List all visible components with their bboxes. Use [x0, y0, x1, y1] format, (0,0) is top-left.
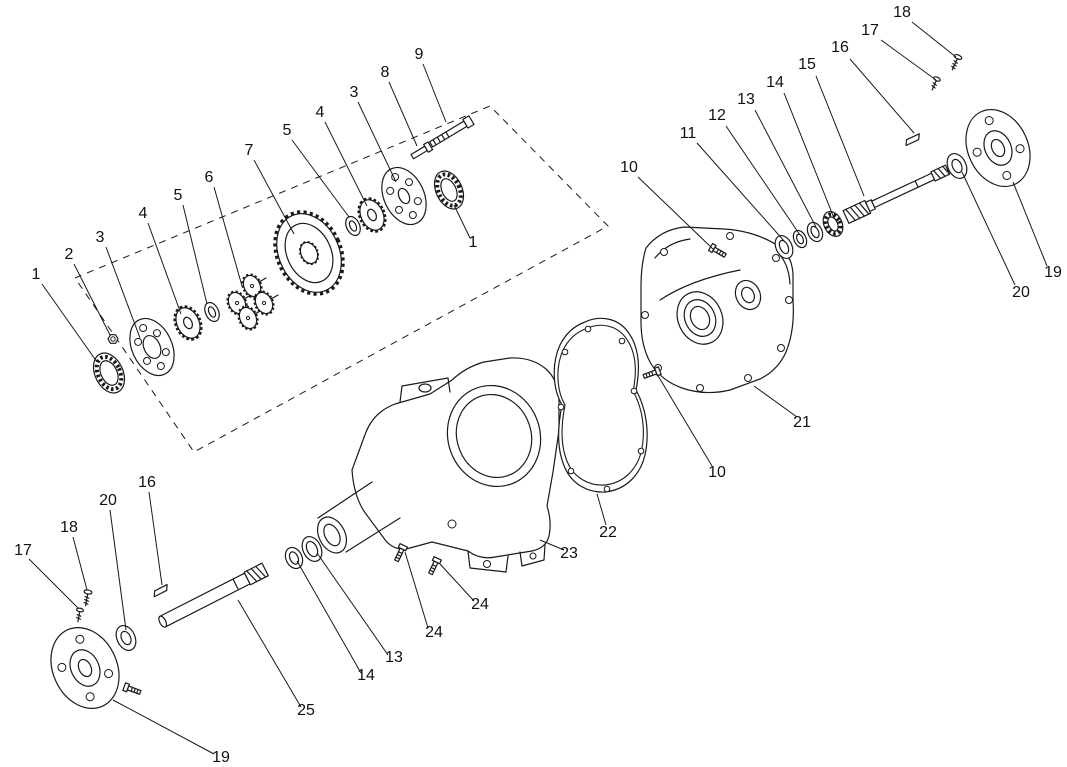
callout-label: 6 [205, 169, 214, 186]
screw-upper-17 [931, 76, 941, 91]
screw-lower-18 [83, 589, 93, 607]
dashed-assembly-box [74, 105, 609, 453]
axle-shaft-lower [158, 562, 269, 628]
main-housing [316, 357, 560, 573]
hub-washer-upper [946, 153, 968, 179]
bolt-long [428, 115, 475, 148]
diff-nut [107, 334, 119, 344]
callout-label: 1 [32, 266, 41, 283]
axle-bearing-inner [774, 235, 794, 259]
bolt-small [410, 141, 434, 160]
callout-label: 20 [99, 492, 117, 509]
callout-label: 5 [174, 187, 183, 204]
callout-label: 10 [708, 464, 726, 481]
callout-label: 24 [425, 624, 443, 641]
callout-label: 14 [766, 74, 784, 91]
diff-carrier-left [129, 317, 175, 377]
callout-label: 8 [381, 64, 390, 81]
callout-label: 14 [357, 667, 375, 684]
callout-labels: 18 17 16 15 14 13 12 11 10 19 20 21 10 2… [14, 4, 1062, 766]
diff-washer-right [345, 215, 361, 237]
washer-13-lower [301, 536, 323, 562]
shaft-key-lower [153, 583, 168, 598]
callout-label: 4 [316, 104, 325, 121]
diff-gear-left [173, 305, 203, 341]
callout-label: 15 [798, 56, 816, 73]
pinion-cluster [226, 273, 279, 331]
callout-label: 3 [350, 84, 359, 101]
ring-gear [273, 210, 345, 296]
callout-label: 24 [471, 596, 489, 613]
callout-label: 16 [138, 474, 156, 491]
wheel-hub-upper [965, 108, 1031, 188]
callout-label: 23 [560, 545, 578, 562]
callout-label: 11 [680, 125, 697, 142]
callout-label: 16 [831, 39, 849, 56]
cover-bolt-bottom [642, 366, 662, 379]
hub-bolt-lower [122, 682, 142, 695]
housing-cover [640, 226, 794, 394]
callout-label: 13 [737, 91, 755, 108]
callout-label: 25 [297, 702, 315, 719]
callout-label: 18 [893, 4, 911, 21]
callout-label: 17 [14, 542, 32, 559]
diff-gear-right [357, 197, 387, 233]
callout-label: 22 [599, 524, 617, 541]
housing-bolt-b [394, 543, 408, 563]
callout-label: 2 [65, 246, 74, 263]
wheel-hub-lower [50, 627, 120, 709]
housing-gasket [553, 317, 648, 493]
differential-assembly [92, 115, 475, 394]
axle-shaft-upper [842, 164, 951, 224]
callout-label: 9 [415, 46, 424, 63]
screw-lower-17 [75, 607, 85, 623]
callout-label: 3 [96, 229, 105, 246]
callout-label: 20 [1012, 284, 1030, 301]
callout-label: 7 [245, 142, 254, 159]
callout-label: 19 [1044, 264, 1062, 281]
diff-carrier-right [381, 166, 427, 226]
callout-label: 5 [283, 122, 292, 139]
callout-label: 4 [139, 205, 148, 222]
axle-seal [806, 221, 824, 243]
axle-bearing-outer [822, 211, 844, 237]
leader-lines [28, 21, 1048, 755]
housing-bolt-a [428, 556, 442, 576]
hub-washer-lower [115, 625, 137, 651]
diff-bearing-left [92, 352, 126, 394]
callout-label: 12 [708, 107, 726, 124]
callout-label: 18 [60, 519, 78, 536]
callout-label: 21 [793, 414, 811, 431]
axle-washer [792, 229, 808, 249]
shaft-key-upper [905, 133, 920, 147]
callout-label: 19 [212, 749, 230, 766]
callout-label: 13 [385, 649, 403, 666]
callout-label: 1 [469, 234, 478, 251]
diff-washer-left [204, 301, 220, 323]
diff-bearing-right [433, 170, 465, 210]
callout-label: 10 [620, 159, 638, 176]
callout-label: 17 [861, 22, 879, 39]
